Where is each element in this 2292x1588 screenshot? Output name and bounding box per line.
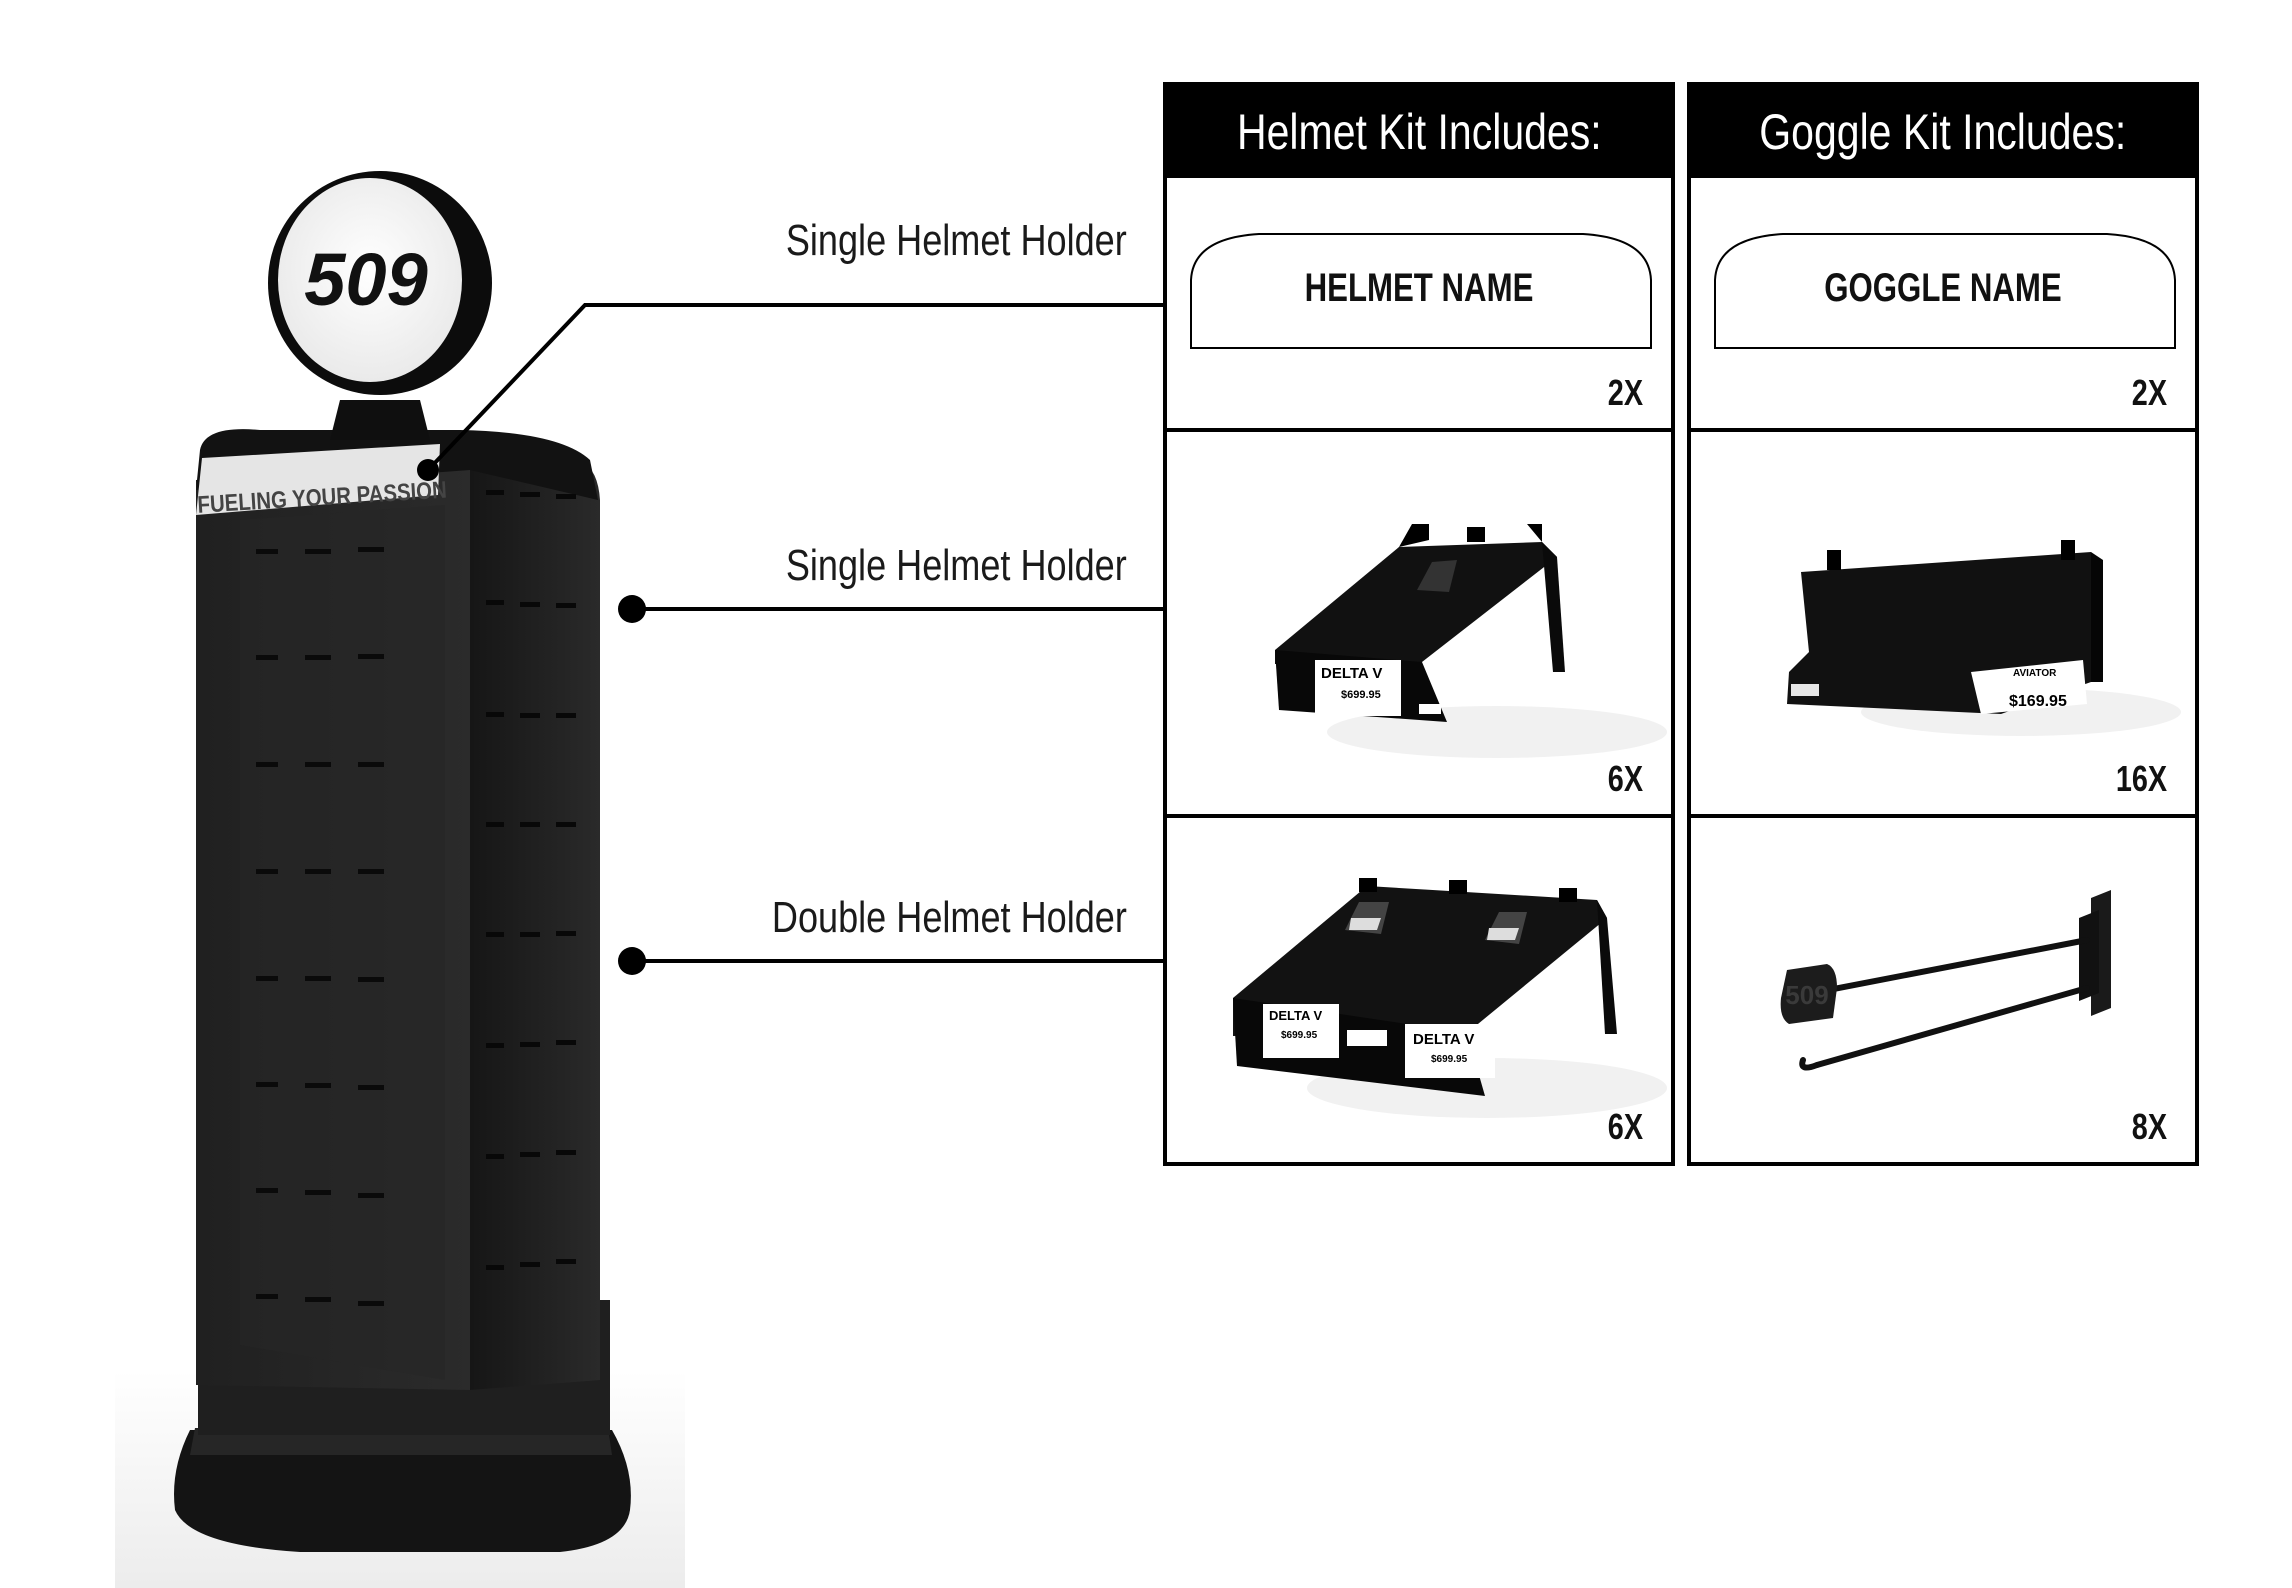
- single-holder-label-brand: DELTA V: [1321, 665, 1382, 682]
- goggle-kit-header: Goggle Kit Includes:: [1691, 86, 2195, 178]
- helmet-name-text: HELMET NAME: [1304, 266, 1534, 310]
- callout-label-bottom: Double Helmet Holder: [772, 893, 1127, 942]
- leader-line-top: [428, 303, 1165, 470]
- goggle-shelf-label-price: $169.95: [2009, 693, 2067, 710]
- front-slots: [256, 547, 384, 1306]
- double-helmet-holder-cell: DELTA V $699.95 DELTA V $699.95 6X: [1167, 814, 1671, 1162]
- goggle-shelf-qty: 16X: [2115, 758, 2167, 799]
- single-helmet-holder-cell: DELTA V $699.95 6X: [1167, 428, 1671, 814]
- peg-hook-image: 509: [1780, 890, 2111, 1071]
- helmet-kit-header: Helmet Kit Includes:: [1167, 86, 1671, 178]
- double-holder-label-brand-right: DELTA V: [1413, 1031, 1474, 1048]
- sign-logo: 509: [304, 238, 427, 321]
- peg-hook-cell: 509 8X: [1691, 814, 2195, 1162]
- double-helmet-holder-image: DELTA V $699.95 DELTA V $699.95: [1233, 878, 1667, 1118]
- helmet-kit-table: Helmet Kit Includes: HELMET NAME 2X DELT…: [1163, 82, 1675, 1166]
- name-card-outline: [1190, 233, 1652, 349]
- double-holder-label-price-left: $699.95: [1281, 1030, 1318, 1041]
- single-holder-label-price: $699.95: [1341, 689, 1381, 701]
- stand-front-panel: [240, 505, 445, 1380]
- leader-dot-middle: [618, 595, 646, 623]
- helmet-name-card: HELMET NAME: [1189, 230, 1652, 350]
- double-helmet-holder-qty: 6X: [1607, 1106, 1643, 1147]
- goggle-name-card-cell: GOGGLE NAME 2X: [1691, 178, 2195, 428]
- double-holder-label-price-right: $699.95: [1431, 1054, 1468, 1065]
- leader-dot-top: [417, 459, 439, 481]
- leader-dot-bottom: [618, 947, 646, 975]
- name-card-outline: [1714, 233, 2176, 349]
- peg-hook-qty: 8X: [2131, 1106, 2167, 1147]
- slogan-band: [196, 444, 440, 515]
- display-stand-illustration: FUELING YOUR PASSION 509: [115, 171, 685, 1588]
- peg-hook-logo: 509: [1785, 980, 1828, 1010]
- callout-label-top: Single Helmet Holder: [786, 216, 1127, 265]
- goggle-name-text: GOGGLE NAME: [1824, 266, 2062, 310]
- goggle-shelf-label-brand: AVIATOR: [2013, 668, 2057, 679]
- callout-label-middle: Single Helmet Holder: [786, 541, 1127, 590]
- stand-base: [174, 1430, 631, 1552]
- single-helmet-holder-qty: 6X: [1607, 758, 1643, 799]
- goggle-name-card: GOGGLE NAME: [1713, 230, 2176, 350]
- helmet-name-card-qty: 2X: [1607, 372, 1643, 413]
- helmet-name-card-cell: HELMET NAME 2X: [1167, 178, 1671, 428]
- goggle-kit-table: Goggle Kit Includes: GOGGLE NAME 2X AVIA…: [1687, 82, 2199, 1166]
- double-holder-label-brand-left: DELTA V: [1269, 1008, 1323, 1023]
- single-helmet-holder-image: DELTA V $699.95: [1275, 524, 1667, 758]
- goggle-shelf-image: AVIATOR $169.95: [1787, 540, 2181, 736]
- goggle-name-card-qty: 2X: [2131, 372, 2167, 413]
- sign-neck: [330, 400, 430, 440]
- goggle-shelf-cell: AVIATOR $169.95 16X: [1691, 428, 2195, 814]
- side-slots: [486, 490, 576, 1270]
- sign-disc: [278, 178, 462, 382]
- leader-lines: [417, 303, 1165, 975]
